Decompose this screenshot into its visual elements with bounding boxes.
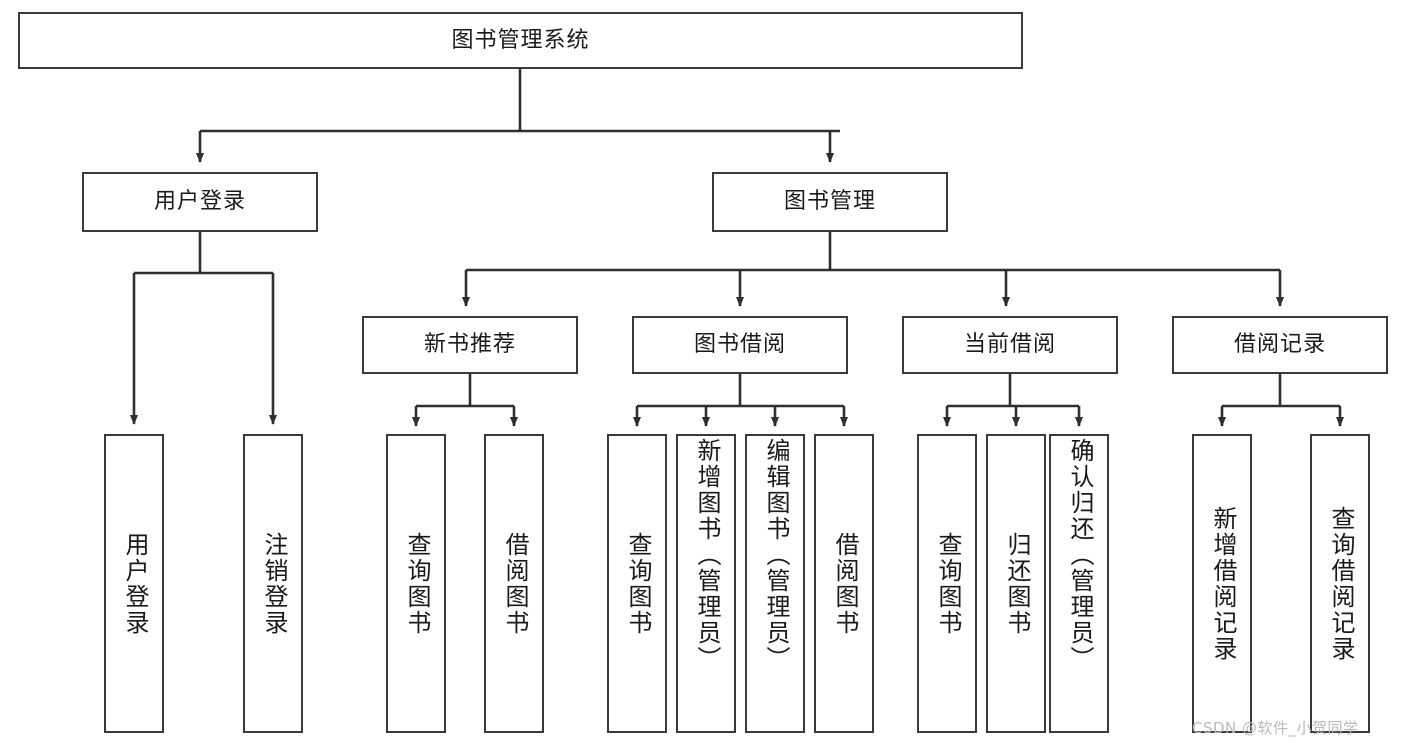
node-leaf-borrow-book-rec[interactable]: 借阅图书 — [484, 434, 544, 733]
node-leaf-query-borrow-record-label: 查询借阅记录 — [1326, 505, 1355, 662]
node-current-borrow[interactable]: 当前借阅 — [902, 316, 1118, 374]
node-borrow-record[interactable]: 借阅记录 — [1172, 316, 1388, 374]
node-book-borrow[interactable]: 图书借阅 — [632, 316, 848, 374]
node-leaf-query-book-rec-label: 查询图书 — [402, 531, 431, 636]
node-book-management[interactable]: 图书管理 — [712, 172, 948, 232]
node-leaf-logout-label: 注销登录 — [259, 531, 288, 636]
node-leaf-edit-book-admin[interactable]: 编辑图书（管理员） — [745, 434, 805, 733]
node-leaf-borrow-book-rec-label: 借阅图书 — [500, 531, 529, 636]
node-leaf-add-borrow-record-label: 新增借阅记录 — [1208, 505, 1237, 662]
node-new-book-recommend-label: 新书推荐 — [423, 332, 516, 357]
node-leaf-add-book-admin-label: 新增图书（管理员） — [692, 438, 721, 672]
node-leaf-user-login[interactable]: 用户登录 — [104, 434, 164, 733]
node-book-borrow-label: 图书借阅 — [693, 332, 786, 357]
node-user-login-label: 用户登录 — [153, 189, 246, 214]
node-leaf-query-book-borrow-label: 查询图书 — [623, 531, 652, 636]
node-root-label: 图书管理系统 — [451, 27, 590, 53]
node-leaf-query-book-borrow[interactable]: 查询图书 — [607, 434, 667, 733]
node-leaf-add-book-admin[interactable]: 新增图书（管理员） — [676, 434, 736, 733]
node-leaf-confirm-return-admin[interactable]: 确认归还（管理员） — [1049, 434, 1109, 733]
node-leaf-add-borrow-record[interactable]: 新增借阅记录 — [1192, 434, 1252, 733]
node-leaf-user-login-label: 用户登录 — [120, 531, 149, 636]
node-book-management-label: 图书管理 — [783, 189, 876, 214]
node-leaf-return-book[interactable]: 归还图书 — [986, 434, 1046, 733]
node-leaf-logout[interactable]: 注销登录 — [243, 434, 303, 733]
node-leaf-return-book-label: 归还图书 — [1002, 531, 1031, 636]
node-borrow-record-label: 借阅记录 — [1233, 332, 1326, 357]
node-current-borrow-label: 当前借阅 — [963, 332, 1056, 357]
node-root[interactable]: 图书管理系统 — [18, 12, 1023, 69]
node-user-login[interactable]: 用户登录 — [82, 172, 318, 232]
node-leaf-borrow-book[interactable]: 借阅图书 — [814, 434, 874, 733]
node-leaf-query-borrow-record[interactable]: 查询借阅记录 — [1310, 434, 1370, 733]
csdn-watermark: CSDN @软件_小贺同学 — [1192, 719, 1359, 737]
node-leaf-edit-book-admin-label: 编辑图书（管理员） — [761, 438, 790, 672]
node-leaf-borrow-book-label: 借阅图书 — [830, 531, 859, 636]
node-leaf-query-book-current[interactable]: 查询图书 — [917, 434, 977, 733]
node-leaf-query-book-rec[interactable]: 查询图书 — [386, 434, 446, 733]
node-leaf-confirm-return-admin-label: 确认归还（管理员） — [1065, 438, 1094, 672]
node-new-book-recommend[interactable]: 新书推荐 — [362, 316, 578, 374]
node-leaf-query-book-current-label: 查询图书 — [933, 531, 962, 636]
